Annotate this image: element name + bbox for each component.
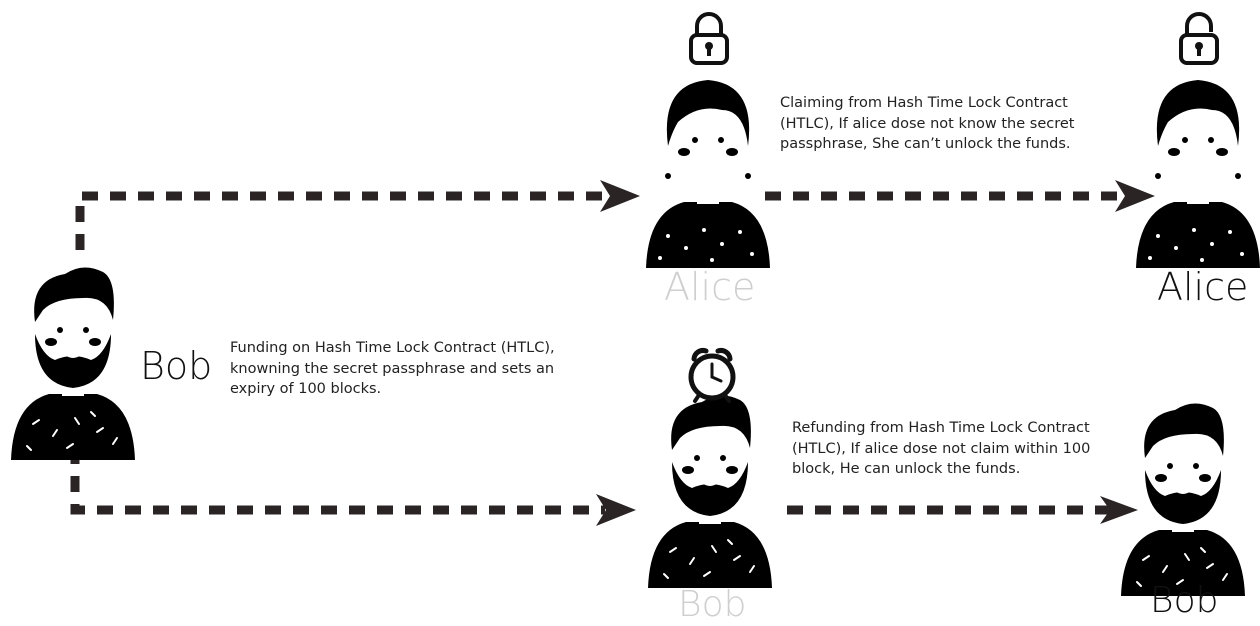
bob-final-avatar [1120,402,1246,597]
arrowhead-bob-final [1100,496,1138,524]
arrowhead-alice-pending [600,180,640,212]
alice-pending-avatar [646,80,770,268]
bob-main-label: Bob [140,344,213,388]
claiming-description: Claiming from Hash Time Lock Contract (H… [780,95,1075,153]
alarm-clock-icon [691,350,733,401]
arrowhead-alice-final [1115,180,1155,212]
refunding-description: Refunding from Hash Time Lock Contract (… [792,420,1091,478]
bob-pending-avatar [647,394,773,589]
padlock-closed-icon [689,12,729,65]
arrowhead-bob-pending [596,494,636,526]
bob-pending-label: Bob [678,584,747,625]
connector-bob-to-bob-pending [70,448,605,515]
bob-final-label: Bob [1150,580,1219,621]
alice-pending-label: Alice [664,265,756,309]
alice-final-avatar [1136,80,1260,268]
connector-bob-to-alice-pending [75,191,610,250]
padlock-open-icon [1179,12,1219,65]
alice-final-label: Alice [1157,265,1249,309]
bob-main-avatar [10,266,136,461]
funding-description: Funding on Hash Time Lock Contract (HTLC… [230,340,555,398]
